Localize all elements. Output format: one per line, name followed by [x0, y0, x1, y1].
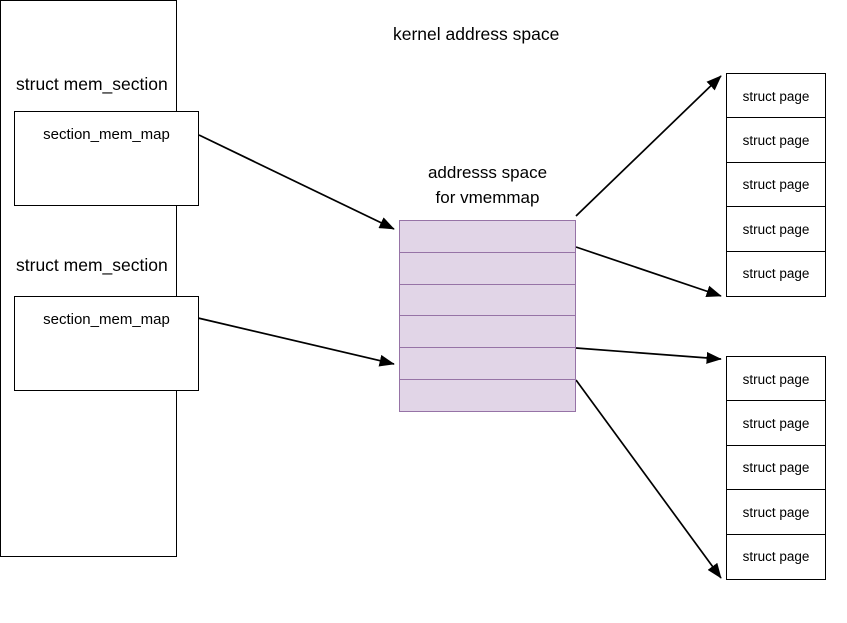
vmemmap-cell [399, 379, 576, 412]
arrow-section2-to-vmemmap [197, 317, 395, 367]
vmemmap-area-label: addresss space for vmemmap [399, 160, 576, 210]
struct-page-label: struct page [742, 132, 810, 148]
struct-page-box: struct page [726, 533, 826, 580]
struct-page-group-bottom: struct page struct page struct page stru… [726, 356, 826, 580]
struct-page-box: struct page [726, 250, 826, 297]
struct-page-box: struct page [726, 73, 826, 119]
struct-page-box: struct page [726, 444, 826, 491]
struct-page-label: struct page [742, 460, 810, 476]
struct-page-box: struct page [726, 489, 826, 536]
struct-page-group-top: struct page struct page struct page stru… [726, 73, 826, 297]
struct-page-label: struct page [742, 371, 810, 387]
vmemmap-cell [399, 251, 576, 285]
struct-page-box: struct page [726, 400, 826, 447]
arrow-vmemmap-to-pages-top-last [575, 246, 722, 298]
struct-page-box: struct page [726, 356, 826, 402]
struct-page-label: struct page [742, 177, 810, 193]
vmemmap-cell [399, 283, 576, 317]
struct-page-label: struct page [742, 549, 810, 565]
arrow-section1-to-vmemmap [198, 134, 395, 230]
mem-section-box-2: section_mem_map [14, 296, 199, 391]
vmemmap-cell [399, 347, 576, 381]
struct-page-label: struct page [742, 504, 810, 520]
struct-page-label: struct page [742, 88, 810, 104]
struct-page-label: struct page [742, 221, 810, 237]
vmemmap-band [399, 220, 576, 412]
vmemmap-label-line-1: addresss space [427, 163, 548, 182]
vmemmap-label-line-2: for vmemmap [435, 188, 540, 207]
kernel-address-space-title: kernel address space [393, 24, 560, 44]
section-mem-map-label-2: section_mem_map [43, 311, 170, 328]
mem-section-caption-2: struct mem_section [16, 255, 168, 275]
arrow-vmemmap-to-pages-bottom-last [575, 379, 722, 579]
kernel-address-space-box [0, 0, 177, 557]
vmemmap-cell [399, 315, 576, 349]
struct-page-label: struct page [742, 266, 810, 282]
section-mem-map-label-1: section_mem_map [43, 126, 170, 143]
vmemmap-cell [399, 220, 576, 253]
struct-page-label: struct page [742, 415, 810, 431]
arrow-vmemmap-to-pages-top-first [575, 75, 722, 217]
struct-page-box: struct page [726, 206, 826, 253]
mem-section-caption-1: struct mem_section [16, 74, 168, 94]
struct-page-box: struct page [726, 117, 826, 164]
arrow-vmemmap-to-pages-bottom-first [575, 347, 722, 364]
struct-page-box: struct page [726, 161, 826, 208]
mem-section-box-1: section_mem_map [14, 111, 199, 206]
